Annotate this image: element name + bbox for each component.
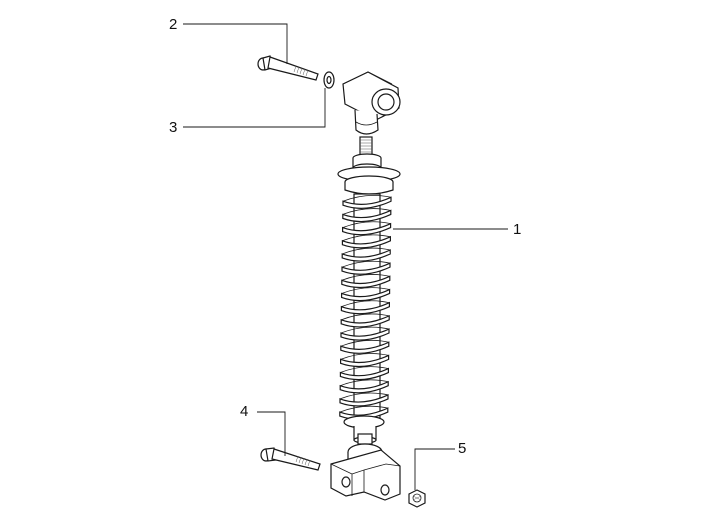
spring-coil-back (341, 313, 390, 321)
spring-coil-front (341, 235, 391, 249)
spring-coil-back (340, 366, 389, 373)
spring-coil-back (339, 392, 389, 400)
spring-coil-back (341, 260, 391, 268)
spring-coil-back (341, 287, 390, 294)
callout-1: 1 (513, 221, 521, 238)
spring-coil-front (339, 394, 389, 407)
part-4-bottom-bolt[interactable] (260, 447, 321, 471)
spring-coil-back (340, 353, 389, 360)
spring-coil-front (341, 262, 391, 275)
spring-coil-front (341, 249, 391, 262)
spring-coil-back (342, 208, 391, 215)
callout-labels: 2 3 1 4 5 (169, 16, 521, 457)
spring-coil-back (340, 379, 389, 387)
spring-coil-front (340, 301, 390, 315)
spring-coil-back (341, 300, 390, 308)
spring-coil-back (339, 405, 388, 413)
spring-coil-front (340, 314, 390, 328)
spring-coil-front (342, 196, 392, 209)
spring-coil-front (342, 222, 392, 236)
spring-coil-front (341, 275, 391, 289)
spring-coil-front (339, 380, 389, 394)
spring-coil-front (341, 288, 391, 302)
bottom-clevis-mount[interactable] (330, 443, 401, 501)
part-3-washer[interactable] (323, 71, 335, 89)
spring-coil-back (340, 339, 389, 347)
spring-coil-front (339, 367, 389, 381)
spring-coil-front (340, 341, 390, 354)
spring-coil-back (342, 247, 391, 255)
part-1-top-eye-mount[interactable] (342, 71, 401, 156)
part-5-nut[interactable] (408, 489, 426, 508)
part-2-top-bolt[interactable] (257, 55, 319, 81)
spring-coil-back (341, 274, 390, 281)
spring-coil-back (342, 194, 392, 202)
spring-coil-front (340, 328, 390, 341)
spring-coil-back (340, 326, 390, 334)
callout-2: 2 (169, 16, 177, 33)
spring-coil-front (342, 209, 392, 223)
spring-coil-back (342, 234, 391, 242)
damper-body (353, 193, 381, 419)
coil-spring (339, 193, 392, 420)
callout-3: 3 (169, 119, 177, 136)
leader-lines (183, 23, 508, 490)
spring-coil-front (340, 354, 390, 368)
callout-5: 5 (458, 440, 466, 457)
callout-4: 4 (240, 403, 248, 420)
part-1-shock-absorber[interactable] (337, 153, 401, 445)
spring-coil-back (342, 221, 391, 228)
